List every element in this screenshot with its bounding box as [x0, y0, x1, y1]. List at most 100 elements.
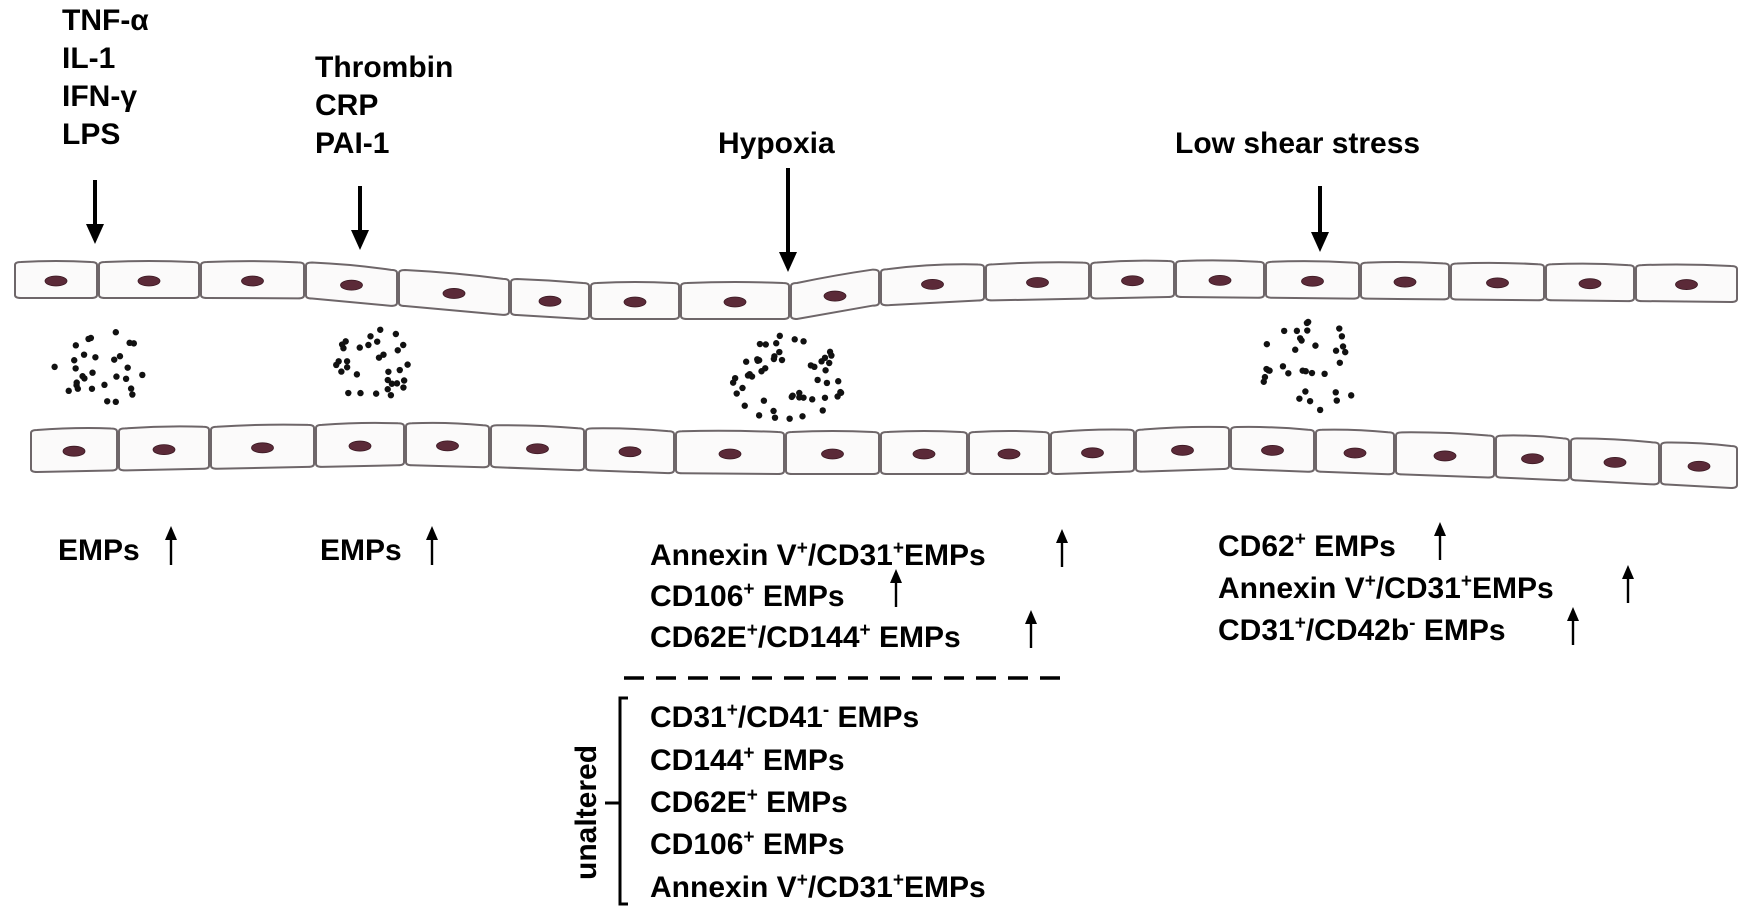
microparticle	[1279, 363, 1287, 370]
microparticle-cluster	[333, 326, 411, 399]
microparticle	[744, 372, 752, 379]
microparticle	[404, 361, 411, 368]
microparticle	[771, 414, 779, 421]
microparticle	[72, 365, 79, 372]
microparticle	[789, 392, 796, 399]
microparticle	[818, 358, 825, 365]
cell-nucleus	[152, 444, 176, 455]
cell-nucleus	[62, 445, 86, 457]
cell-nucleus	[723, 296, 747, 308]
microparticle	[129, 391, 136, 398]
microparticle	[365, 341, 372, 349]
microparticle	[1293, 327, 1301, 335]
microparticle	[756, 340, 764, 348]
cell-nucleus	[623, 296, 647, 308]
cell-nucleus	[1081, 447, 1104, 459]
cell-nucleus	[1343, 447, 1367, 459]
microparticle	[754, 357, 761, 364]
microparticle	[139, 371, 146, 379]
hypoxia-increased-list: Annexin V+​/CD31+​EMPs CD106+​ EMPs CD62…	[650, 529, 1068, 654]
microparticle	[1338, 333, 1346, 340]
microparticle	[1321, 370, 1328, 378]
up-arrow-icon	[165, 526, 177, 565]
microparticle	[1308, 369, 1316, 377]
up-arrow-icon	[890, 569, 902, 607]
microparticle	[1296, 395, 1303, 402]
microparticle	[73, 379, 80, 386]
microparticle	[380, 351, 387, 358]
microparticle	[111, 356, 118, 363]
cell-nucleus	[348, 440, 372, 452]
cell-nucleus	[340, 279, 363, 291]
microparticle	[825, 359, 833, 367]
stimulus-group-cytokines: TNF-α IL-1 IFN-γ LPS	[62, 4, 149, 151]
cell-nucleus	[1301, 275, 1324, 287]
stimulus-label-shear: Low shear stress	[1175, 127, 1420, 160]
microparticle	[819, 407, 826, 414]
microparticle	[126, 339, 133, 347]
microparticle	[1298, 337, 1305, 344]
microparticle	[1336, 325, 1343, 332]
stimulus-label: TNF-α	[62, 4, 149, 37]
microparticle	[760, 397, 768, 404]
result-emps-group2: EMPs	[320, 526, 438, 567]
cell-nucleus	[618, 446, 642, 458]
cell-nucleus	[1393, 276, 1417, 288]
microparticle	[776, 348, 783, 356]
microparticle	[1306, 397, 1314, 405]
microparticle	[1280, 327, 1288, 335]
microparticle	[92, 354, 99, 361]
microparticle	[1304, 327, 1311, 334]
result-label: Annexin V+​/CD31+​EMPs	[1218, 571, 1554, 605]
result-label: CD31+​/CD42b-​ EMPs	[1218, 613, 1506, 647]
microparticle	[1302, 368, 1309, 375]
microparticle	[837, 389, 845, 396]
microparticle	[1333, 397, 1340, 404]
up-arrow-icon	[1434, 522, 1446, 560]
stimulus-label: IFN-γ	[62, 80, 137, 113]
cell-nucleus	[44, 275, 68, 287]
microparticle	[124, 364, 131, 371]
microparticle	[731, 374, 739, 382]
cell-nucleus	[241, 275, 264, 287]
microparticle	[811, 363, 818, 371]
cell-nucleus	[1026, 277, 1049, 288]
microparticle	[65, 387, 72, 395]
microparticle	[116, 353, 124, 360]
result-label: Annexin V+​/CD31+​EMPs	[650, 538, 986, 572]
stimulus-label: LPS	[62, 118, 120, 151]
microparticle	[770, 407, 777, 415]
result-label: EMPs	[58, 534, 140, 567]
stimulus-label: PAI-1	[315, 127, 389, 160]
cell-nucleus	[823, 290, 847, 302]
up-arrow-icon	[426, 526, 438, 565]
microparticle	[742, 358, 750, 365]
microparticle	[1302, 388, 1309, 395]
microparticle	[770, 355, 778, 363]
microparticle	[385, 368, 392, 375]
down-arrow-icon	[86, 180, 104, 244]
cell-nucleus	[1687, 460, 1711, 472]
result-label: CD62+​ EMPs	[1218, 529, 1396, 563]
microparticle	[755, 412, 763, 419]
microparticle	[333, 361, 340, 369]
cell-nucleus	[538, 295, 562, 307]
microparticle	[384, 386, 391, 393]
microparticle	[791, 336, 798, 343]
microparticle	[776, 332, 784, 340]
result-label: CD106+​ EMPs	[650, 827, 845, 861]
hypoxia-unaltered-list: CD31+​/CD41-​ EMPs CD144+​ EMPs CD62E+​ …	[650, 700, 986, 904]
up-arrow-icon	[1622, 565, 1634, 603]
cell-nucleus	[1578, 278, 1602, 290]
microparticle	[104, 398, 111, 405]
stimulus-label-hypoxia: Hypoxia	[718, 127, 835, 160]
microparticle	[356, 344, 363, 351]
cell-nucleus	[1433, 450, 1457, 462]
microparticle	[122, 375, 130, 383]
microparticle-cluster	[1260, 318, 1355, 414]
result-label: CD106+​ EMPs	[650, 579, 845, 613]
microparticle	[393, 380, 401, 387]
cell-nucleus	[526, 443, 549, 455]
microparticle	[342, 338, 349, 345]
